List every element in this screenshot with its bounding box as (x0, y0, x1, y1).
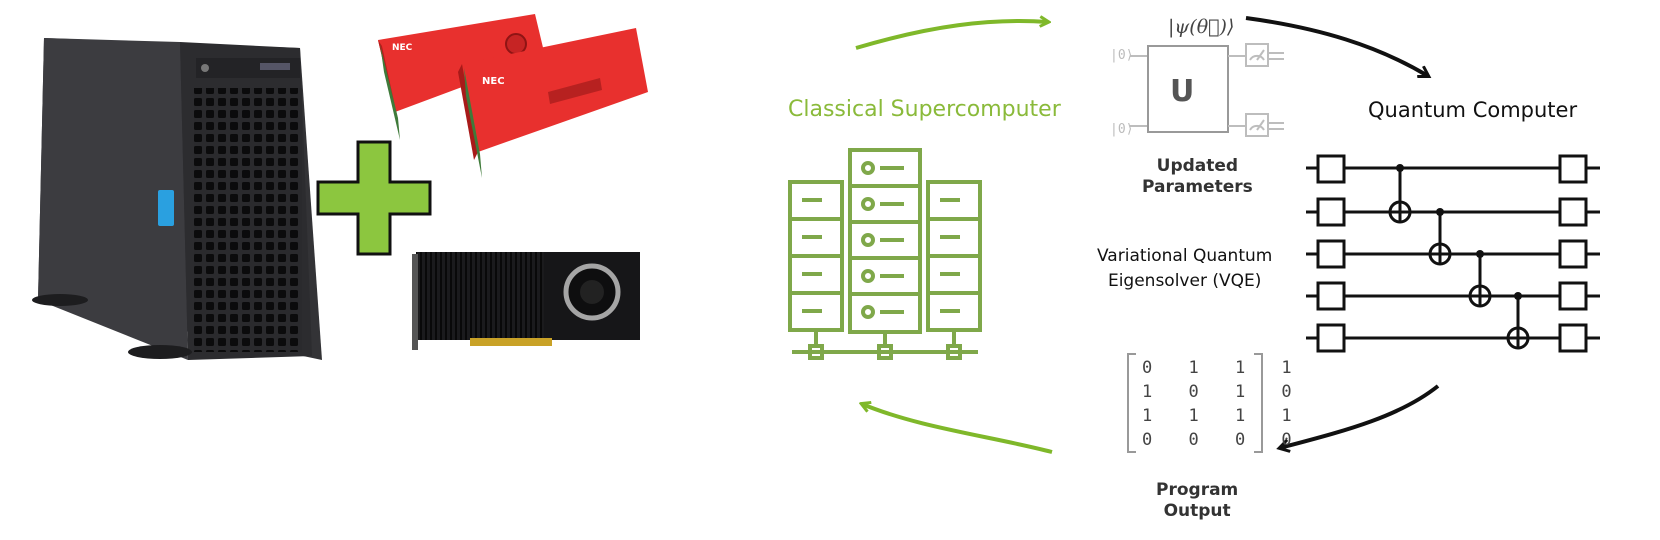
updated-parameters-line2: Parameters (1142, 177, 1253, 197)
matrix-row: 0 0 0 0 (1142, 430, 1305, 450)
vqe-label: Variational Quantum Eigensolver (VQE) (1097, 244, 1272, 294)
nec-logo-back: NEC (392, 43, 413, 53)
measurement-icon (1245, 113, 1269, 137)
unitary-label: U (1170, 74, 1195, 109)
nec-vector-card-back: NEC (378, 14, 545, 140)
program-output-line1: Program (1156, 480, 1239, 500)
program-output-line2: Output (1163, 501, 1231, 521)
power-button-icon (201, 64, 209, 72)
gpu-pcie-connector (470, 338, 552, 346)
plus-icon (316, 140, 432, 256)
vqe-line2: Eigensolver (VQE) (1107, 271, 1262, 291)
measurement-icon (1245, 43, 1269, 67)
output-matrix-bracket (1127, 353, 1263, 453)
arrow-to-output (1280, 384, 1440, 448)
updated-parameters-line1: Updated (1156, 156, 1239, 176)
server-vent-grille (194, 88, 302, 352)
updated-parameters-label: Updated Parameters (1142, 156, 1253, 198)
matrix-row: 1 1 1 1 (1142, 406, 1305, 426)
server-tower (32, 38, 322, 360)
vqe-line1: Variational Quantum (1097, 246, 1273, 266)
unitary-gate (1147, 45, 1229, 133)
psi-state-label: |ψ(θ⃗)⟩ (1168, 16, 1235, 38)
arrow-to-quantum (1245, 16, 1428, 76)
quantum-circuit-icon (1306, 154, 1600, 353)
classical-supercomputer-label: Classical Supercomputer (788, 97, 1061, 122)
classical-supercomputer-icon (788, 148, 982, 360)
nec-logo-front: NEC (482, 76, 505, 87)
program-output-label: Program Output (1156, 480, 1238, 522)
server-handle (158, 190, 174, 226)
nec-vector-card-front: NEC (458, 28, 648, 178)
arrow-to-parameters (855, 21, 1048, 50)
parameterized-circuit (1130, 43, 1284, 137)
gpu-card (412, 252, 640, 350)
matrix-row: 1 0 1 0 (1142, 382, 1305, 402)
gpu-heatsink-fins (416, 252, 544, 340)
ket-zero-label: |0⟩ (1110, 48, 1134, 63)
matrix-row: 0 1 1 1 (1142, 358, 1305, 378)
quantum-computer-label: Quantum Computer (1368, 98, 1578, 122)
ket-zero-label: |0⟩ (1110, 122, 1134, 137)
arrow-to-classical (862, 404, 1053, 454)
